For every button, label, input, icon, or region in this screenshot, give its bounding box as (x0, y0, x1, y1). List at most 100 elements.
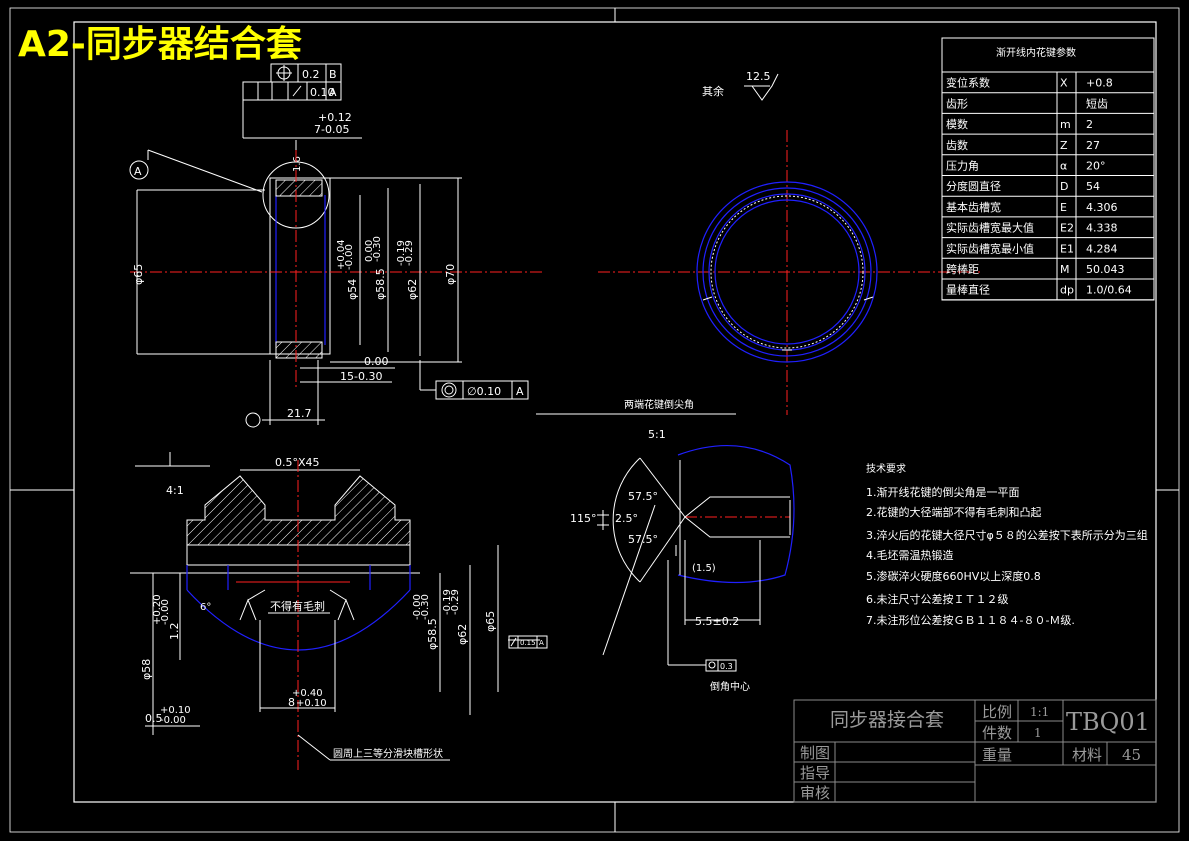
dim-585: φ58.5 (426, 618, 439, 650)
tol-datum: B (329, 68, 337, 81)
section-profile (186, 475, 411, 546)
params-heading: 渐开线内花键参数 (996, 46, 1076, 59)
datum-label: A (134, 165, 142, 178)
param-name: 基本齿槽宽 (946, 200, 1001, 214)
detail-title: 两端花键倒尖角 (624, 398, 694, 411)
dim-62: φ62 (456, 624, 469, 645)
outer-ring (696, 181, 878, 363)
material-value: 45 (1122, 746, 1141, 764)
datum-a-bubble (129, 160, 149, 180)
dim-217: 21.7 (287, 407, 312, 420)
material-label: 材料 (1072, 746, 1102, 764)
param-value: 4.284 (1086, 242, 1118, 255)
runout-datum: A (539, 639, 544, 647)
param-value: 4.338 (1086, 222, 1118, 235)
param-value: 1.0/0.64 (1086, 284, 1132, 297)
count-label: 件数 (982, 724, 1012, 742)
concentric-outer-icon (441, 382, 457, 398)
tolerance-frame-runout: 0.10 A (242, 81, 342, 101)
dia-54-tol-lower: -0.00 (344, 244, 355, 270)
param-name: 量棒直径 (946, 283, 990, 297)
param-name: 跨棒距 (946, 262, 979, 276)
dim-8-tol-upper: +0.40 (292, 688, 323, 699)
title-block: 同步器接合套 比例 1:1 件数 1 TBQ01 重量 材料 45 制图 指导 … (793, 699, 1157, 803)
param-symbol: E2 (1060, 222, 1074, 235)
tol-value: 0.2 (302, 68, 320, 81)
dia-585-tol-upper: 0.00 (364, 240, 375, 262)
param-value: 20° (1086, 160, 1106, 173)
dia-54-tol-upper: +0.04 (336, 239, 347, 270)
dim-8: 8 (288, 696, 295, 709)
guide-label: 指导 (800, 764, 830, 782)
tolerance-frame-position: 0.2 B (270, 63, 342, 83)
angle-575-top: 57.5° (628, 490, 658, 503)
weight-label: 重量 (982, 746, 1012, 764)
angle-arc (612, 457, 641, 583)
detail-scale: 5:1 (648, 428, 666, 441)
runout-symbol-icon (245, 412, 261, 428)
dim-15-ref: (1.5) (692, 563, 716, 574)
dim-65: φ65 (484, 611, 497, 632)
tech-item: 1.渐开线花键的倒尖角是一平面 (866, 485, 1020, 499)
param-symbol: E (1060, 201, 1067, 214)
param-name: 齿形 (946, 97, 968, 110)
param-symbol: X (1060, 77, 1068, 90)
dim-55: 5.5±0.2 (695, 615, 739, 628)
param-symbol: m (1060, 118, 1071, 131)
spline-minor (714, 199, 860, 345)
runout-value: 0.15 (520, 639, 536, 647)
width-tol-upper: +0.12 (318, 111, 352, 124)
center-label: 倒角中心 (710, 680, 750, 693)
drawing-title: A2-同步器结合套 (18, 24, 302, 65)
sheet-frame (9, 7, 1180, 833)
dim-12: 1.2 (168, 623, 181, 641)
top-view: 0.2 B 0.10 A +0.12 7-0.05 A 1. (129, 63, 545, 428)
detail-view: 两端花键倒尖角 5:1 115° 57.5° 2.5° 57.5° (1.5) … (508, 398, 795, 693)
dim-62-tol-lower: -0.29 (450, 589, 461, 615)
width-dimension: 7-0.05 (314, 123, 349, 136)
dia-62-tol-lower: -0.29 (404, 240, 415, 266)
dim-05-tol-lower: -0.00 (160, 715, 186, 726)
param-value: 短齿 (1086, 96, 1108, 110)
param-value: 27 (1086, 139, 1100, 152)
roughness-value: 12.5 (746, 70, 771, 83)
tech-item: 7.未注形位公差按ＧＢ１１８４-８０-Ｍ级. (866, 613, 1075, 627)
position-symbol-icon (708, 661, 716, 669)
param-name: 实际齿槽宽最大值 (946, 221, 1034, 235)
spline-ring-view: 其余 12.5 (598, 70, 980, 415)
concentric-inner-icon (444, 385, 454, 395)
dia-54: φ54 (346, 279, 359, 300)
ring-body (269, 177, 331, 355)
concentric-datum: A (516, 385, 524, 398)
dim-62-tol-upper: -0.19 (442, 589, 453, 615)
angle-115: 115° (570, 512, 597, 525)
dim-8-tol-lower: +0.10 (296, 698, 327, 709)
param-name: 模数 (946, 118, 968, 131)
tech-requirements: 技术要求 1.渐开线花键的倒尖角是一平面 2.花键的大径端部不得有毛刺和凸起 3… (866, 462, 1148, 627)
dim-000: 0.00 (364, 355, 389, 368)
param-name: 实际齿槽宽最小值 (946, 241, 1034, 255)
count-value: 1 (1034, 726, 1042, 740)
param-symbol: M (1060, 263, 1070, 276)
param-name: 齿数 (946, 139, 968, 152)
tooth-profile (677, 444, 795, 584)
param-name: 压力角 (946, 160, 979, 173)
drawn-label: 制图 (800, 744, 830, 762)
roughness-icon (751, 73, 779, 101)
dia-62-tol-upper: -0.19 (396, 240, 407, 266)
review-label: 审核 (800, 784, 830, 802)
scale-value: 1:1 (1030, 705, 1049, 719)
tech-item: 3.淬火后的花键大径尺寸φ５８的公差按下表所示分为三组 (866, 528, 1148, 542)
dim-12-tol-upper: +0.20 (152, 594, 163, 625)
dim-05-tol-upper: +0.10 (160, 705, 191, 716)
param-name: 分度圆直径 (946, 179, 1001, 193)
param-symbol: dp (1060, 284, 1074, 297)
dia-70: φ70 (444, 264, 457, 285)
concentricity-frame: ∅0.10 A (419, 360, 529, 400)
spline-teeth (710, 195, 864, 349)
param-value: +0.8 (1086, 77, 1113, 90)
burr-note: 不得有毛刺 (270, 599, 325, 613)
dia-585: φ58.5 (374, 268, 387, 300)
